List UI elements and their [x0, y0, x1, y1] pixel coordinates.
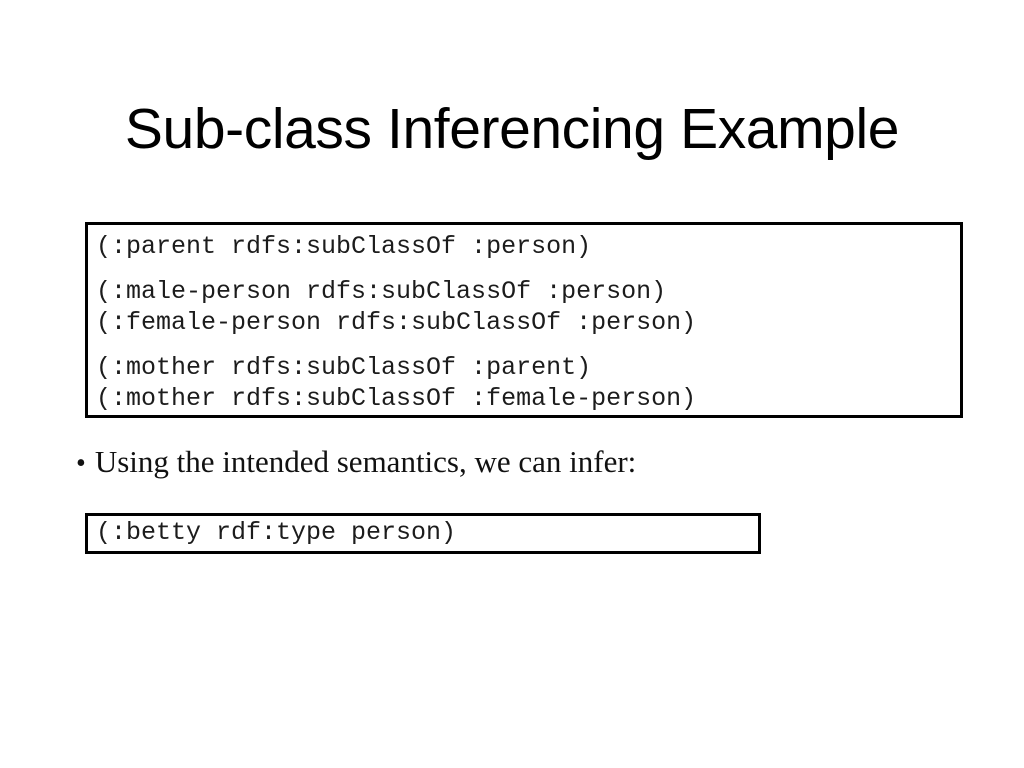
facts-code-box: (:parent rdfs:subClassOf :person) (:male-… — [85, 222, 963, 418]
inferred-code-box: (:betty rdf:type person) — [85, 513, 761, 554]
code-line: (:parent rdfs:subClassOf :person) — [96, 232, 592, 261]
inferred-code-lines: (:betty rdf:type person) — [96, 517, 456, 548]
code-line: (:mother rdfs:subClassOf :female-person) — [96, 384, 697, 413]
bullet-item-label: Using the intended semantics, we can inf… — [94, 444, 637, 479]
code-line: (:male-person rdfs:subClassOf :person) — [96, 277, 667, 306]
facts-code-lines: (:parent rdfs:subClassOf :person) (:male-… — [96, 231, 696, 414]
page-title: Sub-class Inferencing Example — [124, 97, 900, 162]
code-line: (:mother rdfs:subClassOf :parent) — [96, 353, 592, 382]
code-line: (:female-person rdfs:subClassOf :person) — [96, 308, 697, 337]
bullet-list-item: • Using the intended semantics, we can i… — [76, 443, 636, 483]
code-line: (:betty rdf:type person) — [96, 518, 457, 547]
bullet-point-icon: • — [76, 448, 86, 479]
